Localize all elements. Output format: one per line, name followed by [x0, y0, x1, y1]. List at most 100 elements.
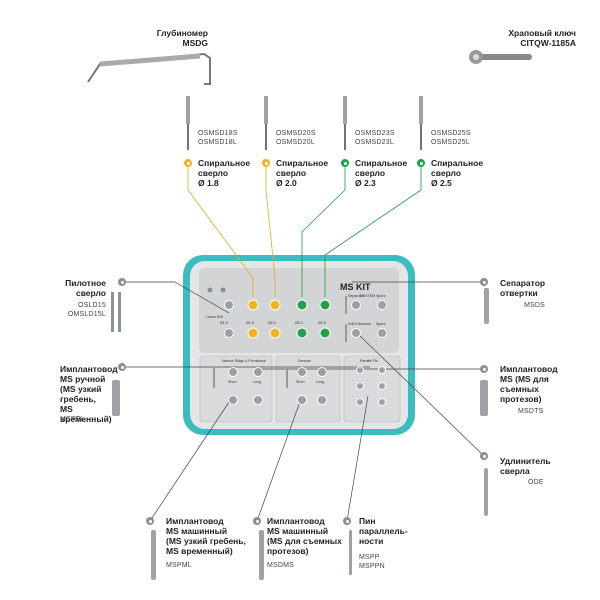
drill-25-name-2: сверло [431, 168, 462, 178]
manual-driver-name-5: MS временный) [60, 404, 112, 424]
drill-18-dot [184, 159, 192, 167]
separator-name-2: отвертки [500, 288, 538, 298]
drill-20-code-s: OSMSD20S [276, 130, 316, 137]
drill-18-codes: OSMSD18S OSMSD18L [198, 130, 238, 147]
manual-driver-name-3: (MS узкий [60, 384, 102, 394]
kit-long-label-1: Long [253, 380, 261, 384]
drill-20-dot [262, 159, 270, 167]
drill-25-name-1: Спиральное [431, 158, 484, 168]
drill-20-name: Спиральное сверло Ø 2.0 [276, 158, 328, 188]
pilot-drill-dot [118, 278, 126, 286]
parallel-pin-dot [343, 517, 351, 525]
drill-23-dot [341, 159, 349, 167]
manual-driver-name-1: Имплантовод [60, 364, 118, 374]
leader-machine-narrow [149, 395, 234, 522]
kit-row-label-1: Ø1.5 [220, 321, 228, 325]
kit-section-parallel [343, 355, 401, 423]
drill-23-size: Ø 2.3 [355, 178, 376, 188]
leader-drill-23 [301, 163, 346, 297]
machine-denture-name-3: (MS для съемных [267, 536, 342, 546]
drill-20-size: Ø 2.0 [276, 178, 297, 188]
parallel-pin-name-1: Пин [359, 516, 376, 526]
drill-25-name: Спиральное сверло Ø 2.5 [431, 158, 483, 188]
kit-row-label-4: Ø2.3 [295, 321, 303, 325]
separator-dot [480, 278, 488, 286]
leader-machine-denture [256, 395, 303, 522]
extension-name-2: сверла [500, 466, 530, 476]
machine-denture-name: Имплантовод MS машинный (MS для съемных … [267, 516, 342, 556]
drill-20-name-2: сверло [276, 168, 307, 178]
drill-23-name: Спиральное сверло Ø 2.3 [355, 158, 407, 188]
depth-gauge-illustration [87, 52, 211, 85]
depth-gauge-name: Глубиномер [156, 28, 208, 38]
drill-20-codes: OSMSD20S OSMSD20L [276, 130, 316, 147]
manual-driver-name: Имплантовод MS ручной (MS узкий гребень,… [60, 364, 118, 424]
depth-gauge-code: MSDG [182, 38, 209, 48]
drill-23-code-l: OSMSD23L [355, 138, 394, 146]
kit-short-label-1: Short [228, 380, 237, 384]
machine-narrow-name-4: MS временный) [166, 546, 233, 556]
manual-driver-name-2: MS ручной [60, 374, 106, 384]
separator-name: Сепаратор отвертки [500, 278, 545, 298]
kit-spare-label-1: Spare [376, 294, 386, 298]
drill-20-code-l: OSMSD20L [276, 138, 315, 146]
kit-section-denture [275, 355, 341, 423]
manual-driver-code: MSPTL [60, 416, 85, 423]
depth-gauge-label: Глубиномер MSDG [100, 28, 208, 48]
drill-23-codes: OSMSD23S OSMSD23L [355, 130, 395, 147]
driver-denture-code: MSDTS [518, 408, 544, 415]
extension-name-1: Удлинитель [500, 456, 551, 466]
pilot-drill-name: Пилотное сверло [38, 278, 106, 298]
ratchet-label: Храповый ключ CITQW-1185A [460, 28, 576, 48]
parallel-pin-code-1: MSPP [359, 554, 380, 561]
driver-denture-name: Имплантовод MS (MS для съемных протезов) [500, 364, 558, 404]
machine-narrow-code: MSPML [166, 562, 192, 569]
drill-23-code-s: OSMSD23S [355, 130, 395, 137]
drill-25-code-l: OSMSD25L [431, 138, 470, 146]
driver-denture-name-2: MS (MS для [500, 374, 549, 384]
kit-section-narrow [199, 355, 273, 423]
kit-denture-label: Denture [298, 359, 311, 363]
kit-spare-label-2: Spare [376, 322, 386, 326]
ratchet-name: Храповый ключ [508, 28, 576, 38]
separator-code: MSDS [524, 302, 546, 309]
extension-code: ODE [528, 479, 544, 486]
extension-dot [480, 452, 488, 460]
manual-driver-name-4: гребень, [60, 394, 97, 404]
separator-name-1: Сепаратор [500, 278, 546, 288]
kit-long-label-2: Long [316, 380, 324, 384]
driver-denture-name-4: протезов) [500, 394, 542, 404]
leader-pilot [123, 281, 230, 314]
parallel-pin-name-3: ности [359, 536, 384, 546]
kit-extension-label: Drill Extension [348, 322, 371, 326]
driver-denture-name-1: Имплантовод [500, 364, 558, 374]
drill-illustrations [186, 96, 423, 150]
drill-18-name-1: Спиральное [198, 158, 251, 168]
machine-denture-name-2: MS машинный [267, 526, 329, 536]
drill-18-name-2: сверло [198, 168, 229, 178]
ratchet-illustration [469, 50, 532, 64]
parallel-pin-name: Пин параллель- ности [359, 516, 408, 546]
machine-narrow-name-3: (MS узкий гребень, [166, 536, 246, 546]
kit-brand: OSSTEM [360, 294, 375, 298]
kit-narrow-label: Narrow Ridge & Provisional [222, 359, 266, 363]
kit-lance-label: Lance Drill [206, 315, 223, 319]
kit-row-label-2: Ø1.8 [246, 321, 254, 325]
driver-denture-dot [480, 365, 488, 373]
drill-20-name-1: Спиральное [276, 158, 329, 168]
drill-25-code-s: OSMSD25S [431, 130, 471, 137]
kit-row-label-5: Ø2.5 [318, 321, 326, 325]
machine-denture-name-1: Имплантовод [267, 516, 325, 526]
pilot-drill-code-1: OSLD15 [77, 302, 106, 309]
machine-narrow-name-2: MS машинный [166, 526, 228, 536]
drill-23-name-1: Спиральное [355, 158, 408, 168]
drill-25-size: Ø 2.5 [431, 178, 452, 188]
drill-18-code-l: OSMSD18L [198, 138, 237, 146]
kit-title: MS KIT [340, 282, 371, 292]
leader-drill-20 [265, 163, 276, 297]
parallel-pin-name-2: параллель- [359, 526, 408, 536]
drill-25-dot [417, 159, 425, 167]
leader-drill-18 [187, 163, 254, 297]
drill-18-name: Спиральное сверло Ø 1.8 [198, 158, 250, 188]
kit-top-panel [199, 268, 399, 353]
